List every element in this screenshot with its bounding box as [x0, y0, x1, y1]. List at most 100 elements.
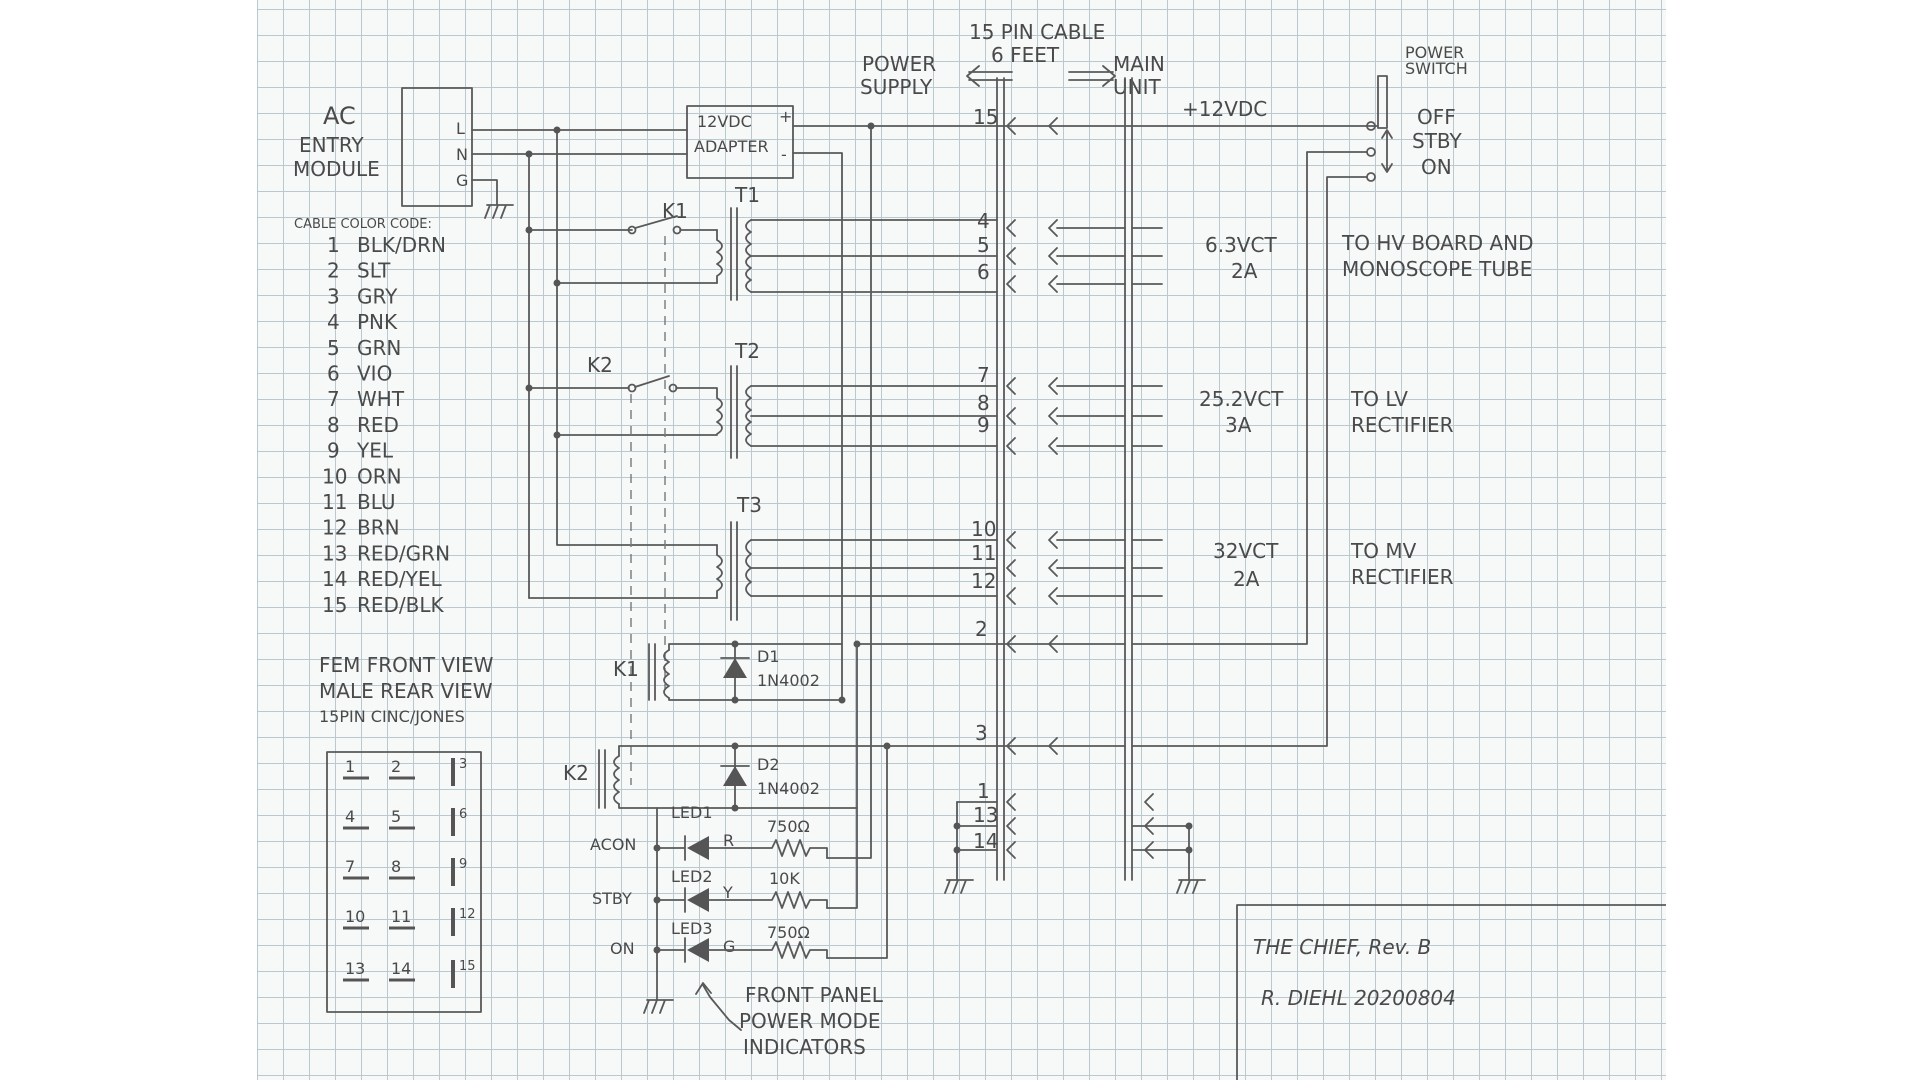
adapter-negative-return [792, 152, 843, 701]
color-code-color: SLT [357, 259, 391, 283]
pin-12-label: 12 [971, 569, 996, 593]
ac-entry-module-box [401, 87, 473, 207]
pin-15-label: 15 [973, 105, 998, 129]
switch-lever[interactable] [1377, 75, 1388, 129]
rail-to-led1 [826, 125, 872, 859]
led3: LED3 ON G 750Ω [610, 919, 828, 963]
color-code-color: GRY [357, 284, 398, 308]
on-to-led3 [826, 745, 888, 959]
led2-color: Y [722, 883, 733, 902]
connector-pin-label: 11 [391, 907, 411, 926]
t2-destination-1: TO LV [1350, 387, 1408, 411]
pin-6-label: 6 [977, 260, 990, 284]
k2-coil-label: K2 [563, 761, 589, 785]
pin-8-label: 8 [977, 391, 990, 415]
power-supply-label-1: POWER [862, 52, 936, 76]
pin-5-label: 5 [977, 233, 990, 257]
led1: LED1 ACON R 750Ω [590, 803, 828, 861]
color-code-color: BRN [357, 516, 400, 540]
stby-to-led2 [826, 643, 858, 909]
color-code-color: ORN [357, 464, 402, 488]
pin-3-label: 3 [975, 721, 988, 745]
color-code-number: 6 [327, 362, 340, 386]
connector-pin-label: 3 [459, 757, 467, 772]
switch-stby-label: STBY [1412, 129, 1463, 153]
color-code-color: GRN [357, 336, 401, 360]
connector-body [326, 751, 482, 1013]
pin-10-label: 10 [971, 517, 996, 541]
color-code-number: 7 [327, 387, 340, 411]
color-code-color: YEL [356, 439, 394, 463]
ground-pins: 1 13 14 [944, 779, 1206, 894]
led2-name: LED2 [671, 867, 713, 886]
connector-note-3: 15PIN CINC/JONES [319, 707, 465, 726]
pin-1-label: 1 [977, 779, 990, 803]
drawing-author-date: R. DIEHL 20200804 [1261, 986, 1456, 1010]
adapter-box [686, 105, 794, 179]
power-switch[interactable] [1366, 75, 1393, 182]
k1-coil [648, 643, 843, 701]
color-code-number: 1 [327, 233, 340, 257]
connector-pin-label: 7 [345, 857, 355, 876]
k2-coil [598, 745, 888, 809]
cable-arrows [966, 65, 1116, 87]
connector-pin-label: 1 [345, 757, 355, 776]
ac-pin-l: L [456, 119, 465, 138]
connector-pin-label: 2 [391, 757, 401, 776]
connector-pin-label: 4 [345, 807, 355, 826]
connector-note-1: FEM FRONT VIEW [319, 653, 494, 677]
indicators-note-1: FRONT PANEL [745, 983, 884, 1007]
title-block-border [1236, 904, 1666, 1080]
led1-color: R [723, 831, 734, 850]
led3-name: LED3 [671, 919, 713, 938]
power-switch-label-1: POWER [1405, 43, 1464, 62]
pin-9-label: 9 [977, 413, 990, 437]
ac-pin-g: G [456, 171, 468, 190]
main-unit-label-1: MAIN [1113, 52, 1165, 76]
t3-destination-1: TO MV [1350, 539, 1417, 563]
color-code-number: 3 [327, 284, 340, 308]
pin-4-label: 4 [977, 209, 990, 233]
color-code-number: 11 [322, 490, 347, 514]
led3-mode: ON [610, 939, 635, 958]
k1-coil-label: K1 [613, 657, 639, 681]
t2-destination-2: RECTIFIER [1351, 413, 1454, 437]
switch-on-label: ON [1421, 155, 1452, 179]
power-supply-label-2: SUPPLY [860, 75, 933, 99]
t1-pins: 4 5 6 [977, 209, 1163, 293]
t3-destination-2: RECTIFIER [1351, 565, 1454, 589]
connector-pin-label: 14 [391, 959, 411, 978]
k2-switch-label: K2 [587, 353, 613, 377]
cable-length: 6 FEET [991, 43, 1060, 67]
indicator-arrow [695, 982, 742, 1031]
pin-3-wiring [886, 737, 1126, 755]
ac-entry-title-3: MODULE [293, 157, 380, 181]
t1-rating-current: 2A [1231, 259, 1258, 283]
adapter-plus: + [779, 107, 792, 126]
k2-contact [627, 375, 678, 393]
led2: LED2 STBY Y 10K [592, 867, 828, 913]
cable-boundaries [996, 77, 1133, 881]
color-code-color: RED [357, 413, 399, 437]
indicators-note-3: INDICATORS [743, 1035, 866, 1059]
led3-color: G [723, 937, 735, 956]
led1-mode: ACON [590, 835, 636, 854]
transformer-t1: T1 [716, 183, 998, 301]
connector-pin-label: 15 [459, 959, 476, 974]
led1-resistor: 750Ω [767, 817, 810, 836]
t2-rating-voltage: 25.2VCT [1199, 387, 1284, 411]
schematic-drawing: 15 PIN CABLE 6 FEET POWER SUPPLY MAIN UN… [293, 20, 1666, 1080]
main-unit-label-2: UNIT [1113, 75, 1161, 99]
connector-note-2: MALE REAR VIEW [319, 679, 493, 703]
t3-rating-current: 2A [1233, 567, 1260, 591]
color-code-title: CABLE COLOR CODE: [294, 217, 432, 232]
color-code-color: RED/BLK [357, 593, 445, 617]
color-code-number: 10 [322, 464, 347, 488]
color-code-color: BLU [357, 490, 396, 514]
pin-15-arrows [1006, 117, 1058, 135]
color-code-number: 12 [322, 516, 347, 540]
adapter-label-2: ADAPTER [694, 137, 769, 156]
t1-destination-2: MONOSCOPE TUBE [1342, 257, 1532, 281]
transformer-t3: T3 [716, 493, 998, 621]
